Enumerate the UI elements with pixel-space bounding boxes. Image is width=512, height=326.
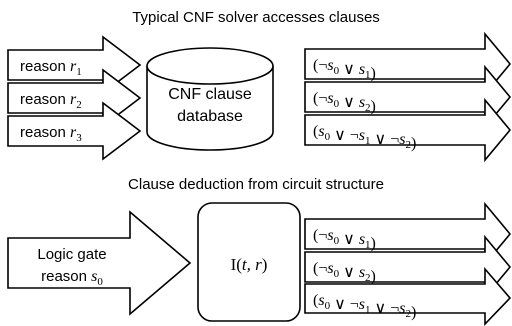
top-clause-1: (¬s0 ∨ s1) <box>313 57 376 82</box>
logic-gate-arrow <box>7 210 192 316</box>
bottom-clause-2: (¬s0 ∨ s2) <box>313 260 376 285</box>
top-clause-3: (s0 ∨ ¬s1 ∨ ¬s2) <box>313 123 416 152</box>
reason-label-3: reason r3 <box>20 124 82 144</box>
bottom-title: Clause deduction from circuit structure <box>128 176 384 193</box>
reason-arrows <box>7 35 142 161</box>
database-cylinder-icon <box>146 47 274 151</box>
function-box <box>197 202 301 322</box>
database-label-line2: database <box>177 108 243 125</box>
bottom-clause-1: (¬s0 ∨ s1) <box>313 227 376 252</box>
reason-label-1: reason r1 <box>20 58 82 78</box>
logic-gate-label-line2: reason s0 <box>41 268 103 288</box>
top-clause-arrows <box>304 31 512 163</box>
bottom-clause-arrows <box>304 201 512 326</box>
function-label: I(t, r) <box>231 255 268 274</box>
reason-label-2: reason r2 <box>20 91 82 111</box>
logic-gate-label-line1: Logic gate <box>37 246 106 263</box>
bottom-clause-3: (s0 ∨ ¬s1 ∨ ¬s2) <box>313 292 416 321</box>
database-label-line1: CNF clause <box>168 86 252 103</box>
top-clause-2: (¬s0 ∨ s2) <box>313 90 376 115</box>
top-title: Typical CNF solver accesses clauses <box>132 9 380 26</box>
